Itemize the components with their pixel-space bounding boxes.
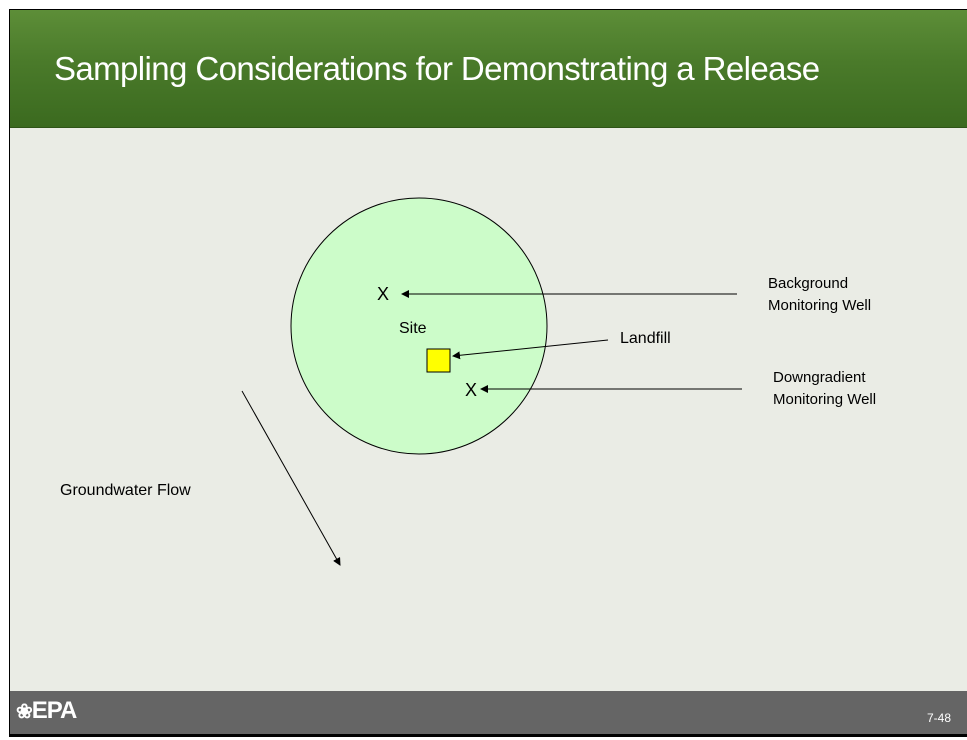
groundwater-flow-arrow bbox=[241, 390, 341, 566]
downgradient-well-marker: X bbox=[465, 380, 478, 400]
footer-bar bbox=[10, 691, 967, 736]
downgradient-well-label-line2: Monitoring Well bbox=[773, 391, 877, 408]
title-bar: Sampling Considerations for Demonstratin… bbox=[10, 10, 967, 128]
landfill-arrow bbox=[452, 339, 609, 360]
background-well-marker: X bbox=[377, 284, 390, 304]
background-well-label-line2: Monitoring Well bbox=[768, 297, 872, 314]
epa-logo: ❀EPA bbox=[16, 697, 78, 725]
downgradient-well-label: Downgradient Monitoring Well bbox=[773, 367, 876, 411]
epa-flower-icon: ❀ bbox=[16, 701, 33, 723]
epa-logo-text: EPA bbox=[31, 697, 78, 724]
slide-number: 7-48 bbox=[926, 711, 951, 725]
background-well-label: Background Monitoring Well bbox=[768, 273, 871, 317]
background-well-label-line1: Background bbox=[768, 275, 849, 292]
groundwater-flow-label: Groundwater Flow bbox=[60, 482, 191, 499]
site-label: Site bbox=[399, 320, 427, 337]
slide-frame-shadow bbox=[9, 734, 967, 737]
slide-title: Sampling Considerations for Demonstratin… bbox=[54, 50, 820, 87]
landfill-box bbox=[426, 348, 451, 373]
downgradient-well-label-line1: Downgradient bbox=[773, 369, 866, 386]
slide: Sampling Considerations for Demonstratin… bbox=[9, 9, 967, 736]
landfill-label: Landfill bbox=[620, 330, 671, 347]
diagram bbox=[241, 197, 742, 566]
